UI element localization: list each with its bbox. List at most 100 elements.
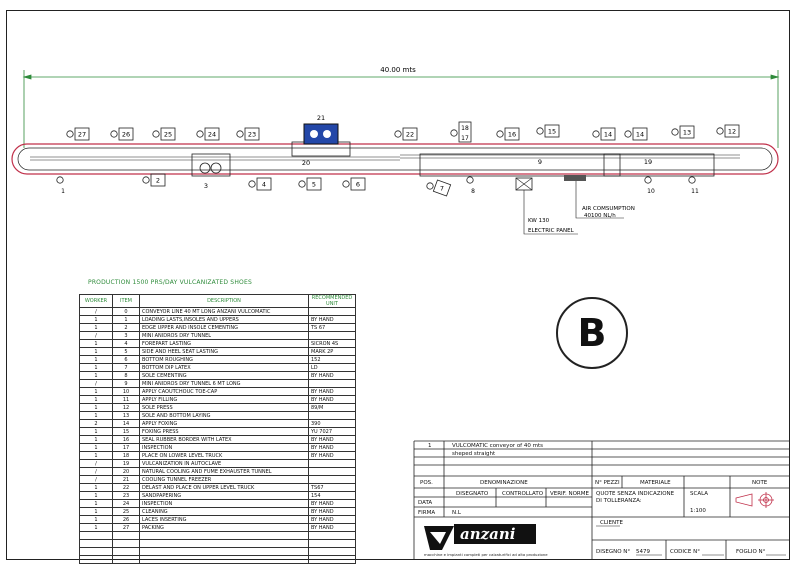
station-label: 6 (356, 181, 360, 189)
air-consumption-value: 40100 NL/h (584, 213, 616, 219)
tb-pos: POS. (420, 480, 433, 486)
air-unit (564, 175, 586, 181)
station-24: 24 (196, 127, 220, 141)
station-8: 8 (466, 176, 475, 195)
station-label: 24 (208, 131, 216, 139)
tb-row1-desc2: sheped straight (452, 451, 496, 457)
station-23: 23 (236, 127, 260, 141)
station-label: 7 (440, 185, 444, 193)
station-label: 11 (691, 188, 699, 195)
station-12: 12 (716, 124, 740, 138)
air-consumption-label: AIR COMSUMPTION (582, 206, 635, 212)
tb-scala-value: 1:100 (690, 508, 706, 514)
station-label: 20 (302, 159, 310, 167)
station-27: 27 (66, 127, 90, 141)
tb-row1-desc1: VULCOMATIC conveyor of 40 mts (452, 443, 543, 449)
station-18: 18 (450, 121, 472, 143)
tb-materiale: MATERIALE (640, 480, 671, 486)
station-label: 10 (647, 188, 655, 195)
dimension-line (22, 70, 780, 148)
tb-codice: CODICE N° (670, 549, 700, 555)
station-14: 14 (592, 127, 616, 141)
station-label: 3 (204, 182, 208, 190)
dimension-label: 40.00 mts (380, 66, 416, 74)
tb-foglio: FOGLIO N° (736, 549, 766, 555)
tb-disegno: DISEGNO N° (596, 549, 630, 555)
station-label: 25 (164, 131, 172, 139)
station-label: 1 (61, 188, 65, 195)
station-26: 26 (110, 127, 134, 141)
logo-wordmark: anzani (460, 525, 516, 543)
tb-tolleranza: DI TOLLERANZA: (596, 498, 642, 504)
tunnel-9 (419, 153, 621, 177)
station-5: 5 (298, 177, 322, 191)
station-21: 21 (317, 114, 325, 122)
tb-note: NOTE (752, 480, 768, 486)
station-label: 5 (312, 181, 316, 189)
station-label: 14 (636, 131, 644, 139)
station-label: 26 (122, 131, 130, 139)
anzani-logo: anzani macchine e impianti completi per … (420, 520, 588, 558)
station-label: 4 (262, 181, 266, 189)
projection-symbol-icon (735, 492, 774, 508)
station-label: 8 (471, 188, 475, 195)
station-label: 12 (728, 128, 736, 136)
station-11: 11 (688, 176, 699, 195)
tb-controllato: CONTROLLATO (502, 491, 544, 497)
station-1: 1 (56, 176, 65, 195)
electric-panel-kw: KW 130 (528, 218, 550, 224)
station-7: 7 (426, 179, 452, 197)
electric-panel-label: ELECTRIC PANEL (528, 228, 575, 234)
tb-n-pezzi: N° PEZZI (595, 480, 620, 486)
drawing-frame (6, 10, 790, 560)
station-17: 17 (461, 135, 469, 142)
station-label: 9 (538, 158, 542, 166)
cell-unit (308, 555, 356, 564)
station-label: 22 (406, 131, 414, 139)
tb-denominazione: DENOMINAZIONE (480, 480, 528, 486)
station-label: 2 (156, 177, 160, 185)
tb-data: DATA (418, 500, 432, 506)
station-label: 23 (248, 131, 256, 139)
sheet-badge: B (556, 297, 628, 369)
production-table: WORKER ITEM DESCRIPTION RECOMMENDED UNIT… (79, 294, 356, 564)
station-19: 19 (644, 158, 652, 166)
station-13: 13 (671, 125, 695, 139)
station-9: 9 (538, 158, 542, 166)
tb-quote: QUOTE SENZA INDICAZIONE (596, 491, 675, 497)
station-label: 18 (461, 125, 469, 132)
station-label: 16 (508, 131, 516, 139)
tb-firma-value: N.L (452, 510, 462, 516)
station-20: 20 (302, 159, 310, 167)
station-16: 16 (496, 127, 520, 141)
station-label: 21 (317, 114, 325, 122)
tb-firma: FIRMA (418, 510, 435, 516)
tb-verif-norme: VERIF. NORME (550, 491, 589, 497)
station-label: 14 (604, 131, 612, 139)
station-2: 2 (142, 173, 166, 187)
station-25: 25 (152, 127, 176, 141)
logo-subtitle: macchine e impianti completi per calzatu… (424, 552, 548, 557)
station-6: 6 (342, 177, 366, 191)
production-title: PRODUCTION 1500 PRS/DAY VULCANIZATED SHO… (88, 279, 252, 286)
tb-cliente: CLIENTE (600, 520, 623, 526)
tb-row1-num: 1 (428, 443, 432, 449)
tunnel-19 (603, 153, 715, 177)
station-3: 3 (204, 182, 208, 190)
station-label: 15 (548, 128, 556, 136)
station-14: 14 (624, 127, 648, 141)
tb-disegno-value: 5479 (636, 549, 650, 555)
station-15: 15 (536, 124, 560, 138)
station-label: 27 (78, 131, 86, 139)
conveyor-loop (11, 143, 779, 175)
tb-scala: SCALA (690, 491, 708, 497)
table-row (79, 555, 356, 564)
freezer-21 (303, 123, 339, 145)
tb-disegnato: DISEGNATO (456, 491, 489, 497)
station-4: 4 (248, 177, 272, 191)
tunnel-3 (191, 153, 231, 177)
station-label: 13 (683, 129, 691, 137)
conveyor-layout: 40.00 mts KW 130 ELECTRIC PANEL AIR COMS… (11, 66, 780, 235)
